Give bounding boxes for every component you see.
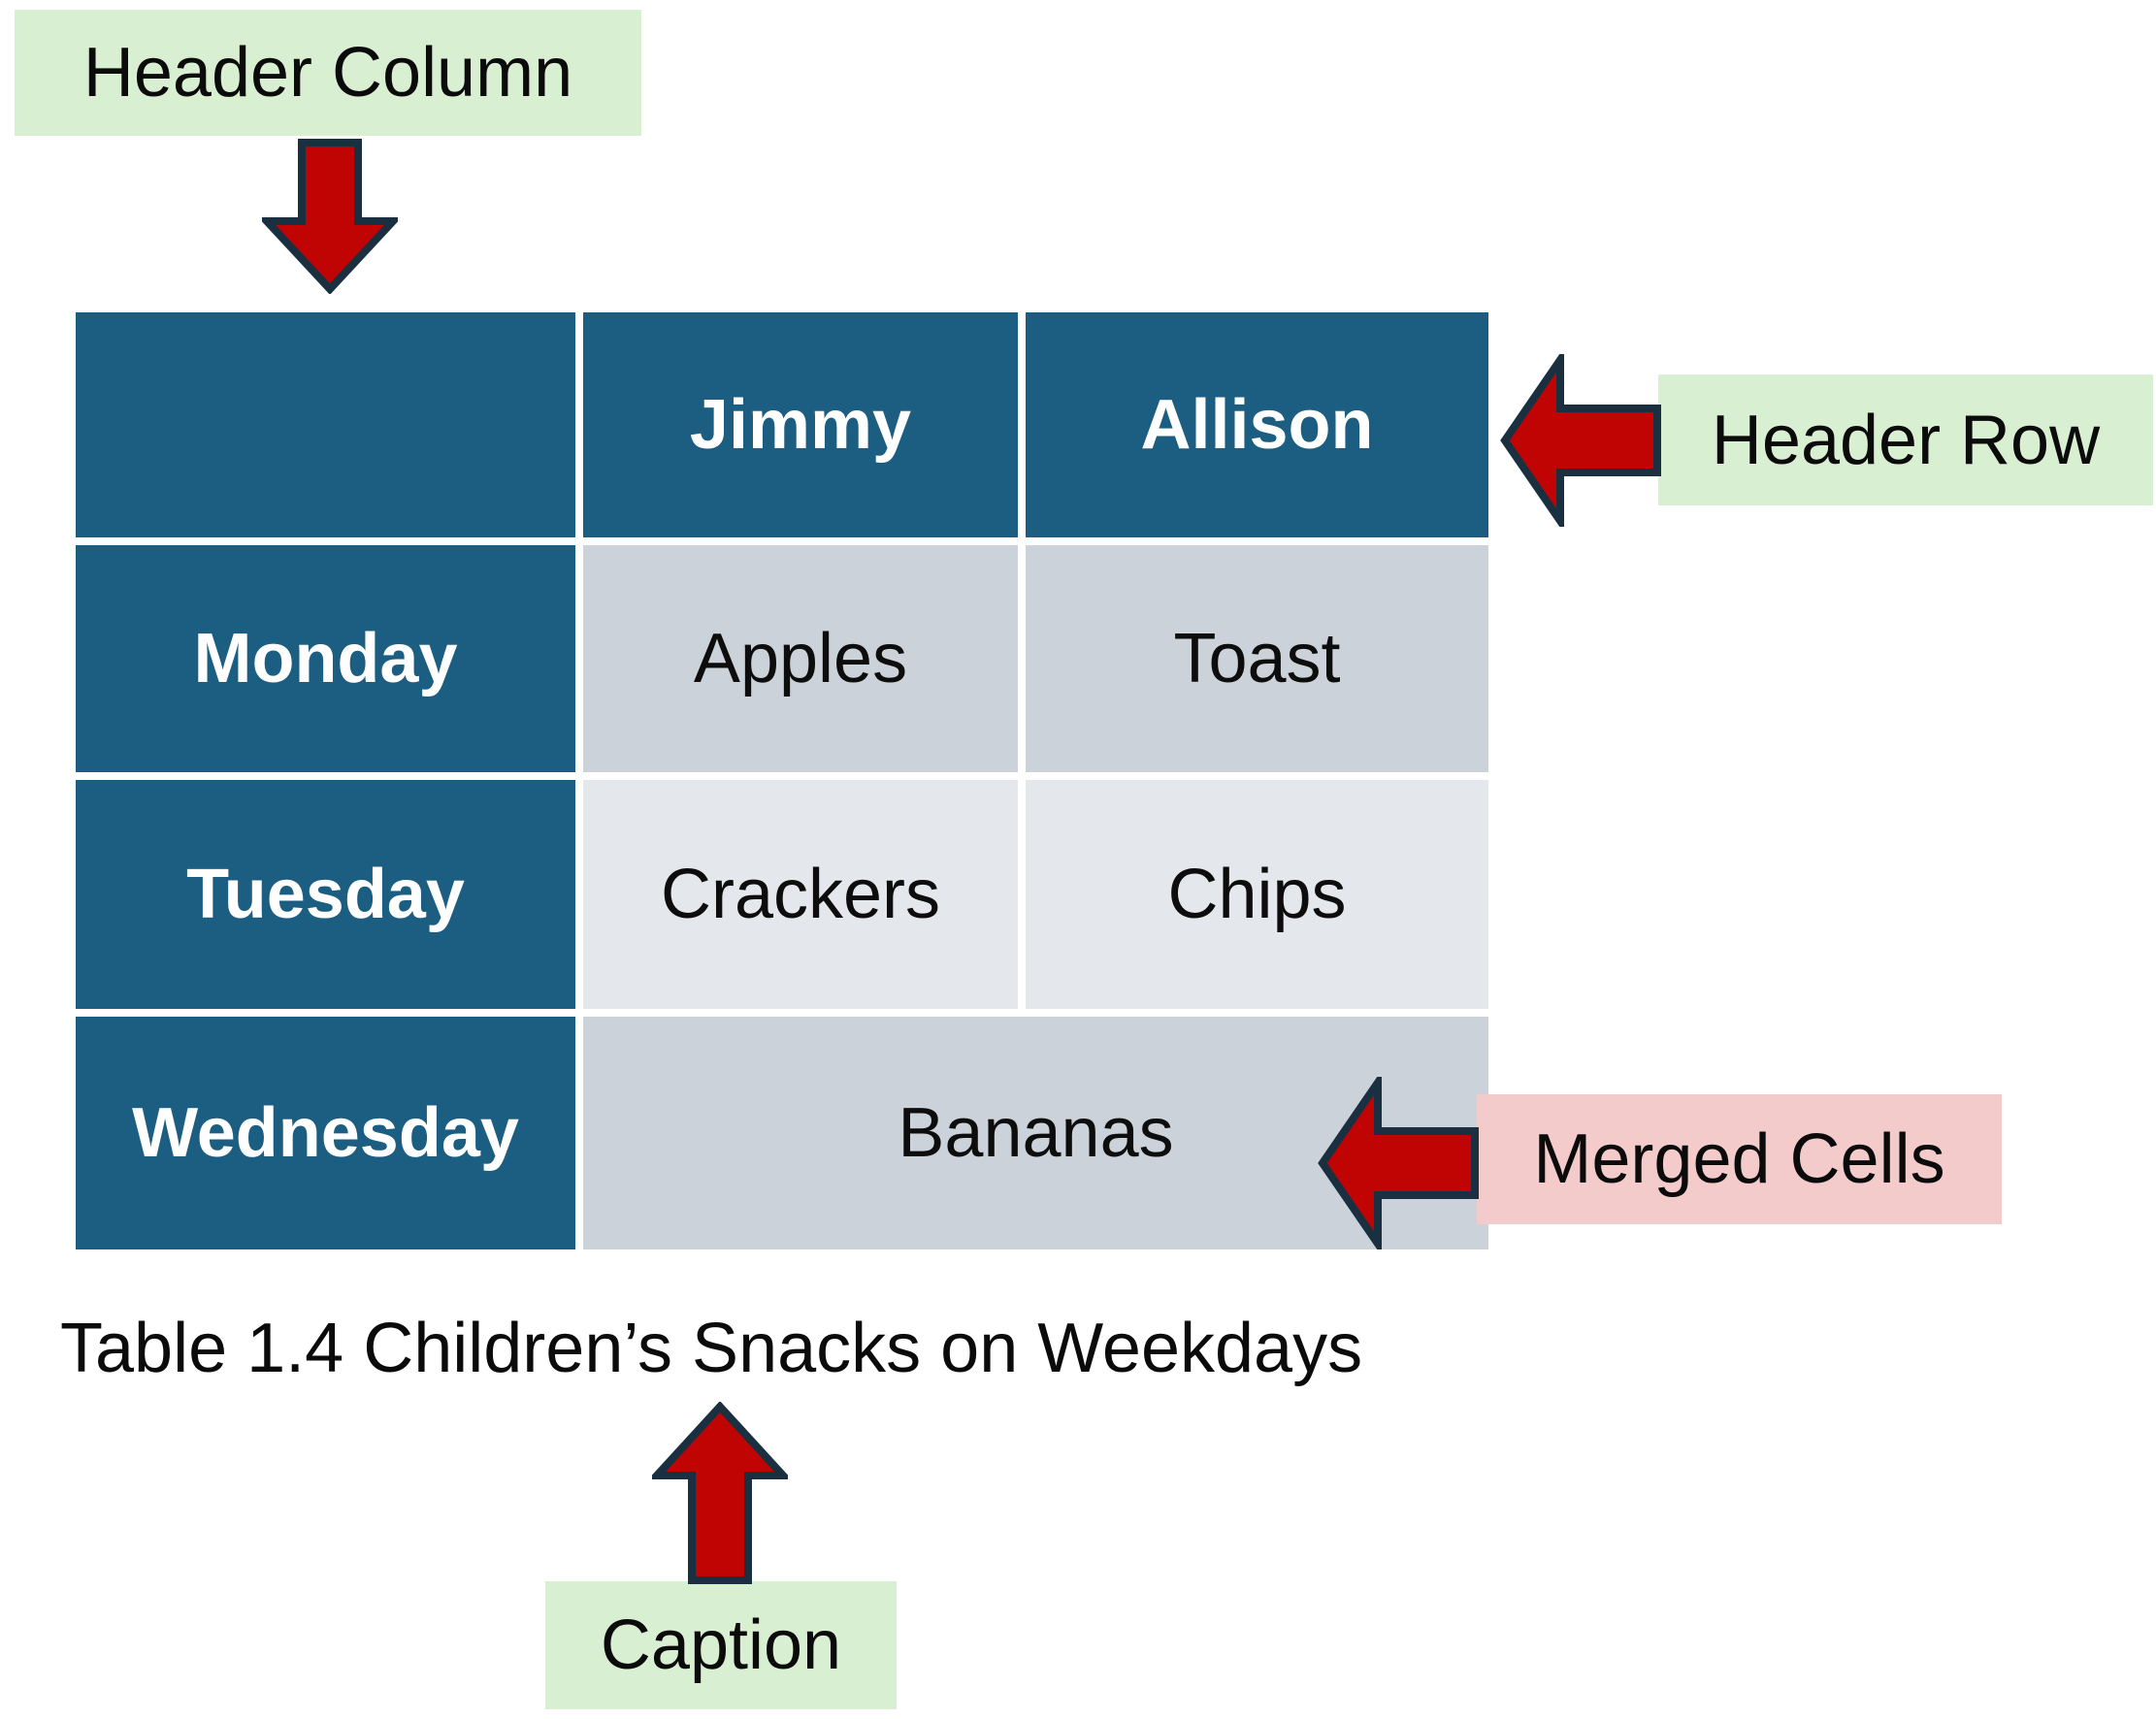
header-column-label-text: Header Column <box>82 34 573 112</box>
header-row-label-text: Header Row <box>1711 401 2101 479</box>
cell-monday-jimmy-text: Apples <box>693 620 908 697</box>
cell-monday-allison-text: Toast <box>1173 620 1341 697</box>
cell-monday-allison: Toast <box>1026 545 1488 772</box>
caption-label: Caption <box>545 1581 897 1709</box>
merged-cell-bananas-text: Bananas <box>898 1094 1174 1172</box>
column-header-allison-text: Allison <box>1140 386 1374 464</box>
row-header-wednesday-text: Wednesday <box>132 1094 519 1172</box>
arrow-down-icon <box>262 139 398 294</box>
merged-cells-label: Merged Cells <box>1477 1094 2002 1224</box>
cell-monday-jimmy: Apples <box>583 545 1018 772</box>
table-caption: Table 1.4 Children’s Snacks on Weekdays <box>60 1310 1362 1388</box>
merged-cell-bananas: Bananas <box>583 1017 1488 1249</box>
arrow-left-merged-cells-icon <box>1318 1077 1479 1249</box>
cell-tuesday-jimmy: Crackers <box>583 780 1018 1009</box>
arrow-up-icon <box>652 1402 788 1584</box>
cell-tuesday-jimmy-text: Crackers <box>660 856 941 933</box>
header-row-label: Header Row <box>1658 374 2153 505</box>
column-header-allison: Allison <box>1026 312 1488 537</box>
header-column-label: Header Column <box>15 10 641 136</box>
snack-table: Jimmy Allison Monday Apples Toast Tuesda… <box>76 312 1488 1249</box>
caption-label-text: Caption <box>600 1606 842 1684</box>
column-header-jimmy: Jimmy <box>583 312 1018 537</box>
row-header-wednesday: Wednesday <box>76 1017 575 1249</box>
row-header-tuesday-text: Tuesday <box>186 856 465 933</box>
row-header-monday-text: Monday <box>193 620 458 697</box>
table-corner-cell <box>76 312 575 537</box>
column-header-jimmy-text: Jimmy <box>689 386 912 464</box>
table-caption-text: Table 1.4 Children’s Snacks on Weekdays <box>60 1310 1363 1387</box>
row-header-tuesday: Tuesday <box>76 780 575 1009</box>
row-header-monday: Monday <box>76 545 575 772</box>
cell-tuesday-allison: Chips <box>1026 780 1488 1009</box>
cell-tuesday-allison-text: Chips <box>1167 856 1347 933</box>
merged-cells-label-text: Merged Cells <box>1533 1120 1945 1198</box>
arrow-left-header-row-icon <box>1500 354 1661 527</box>
